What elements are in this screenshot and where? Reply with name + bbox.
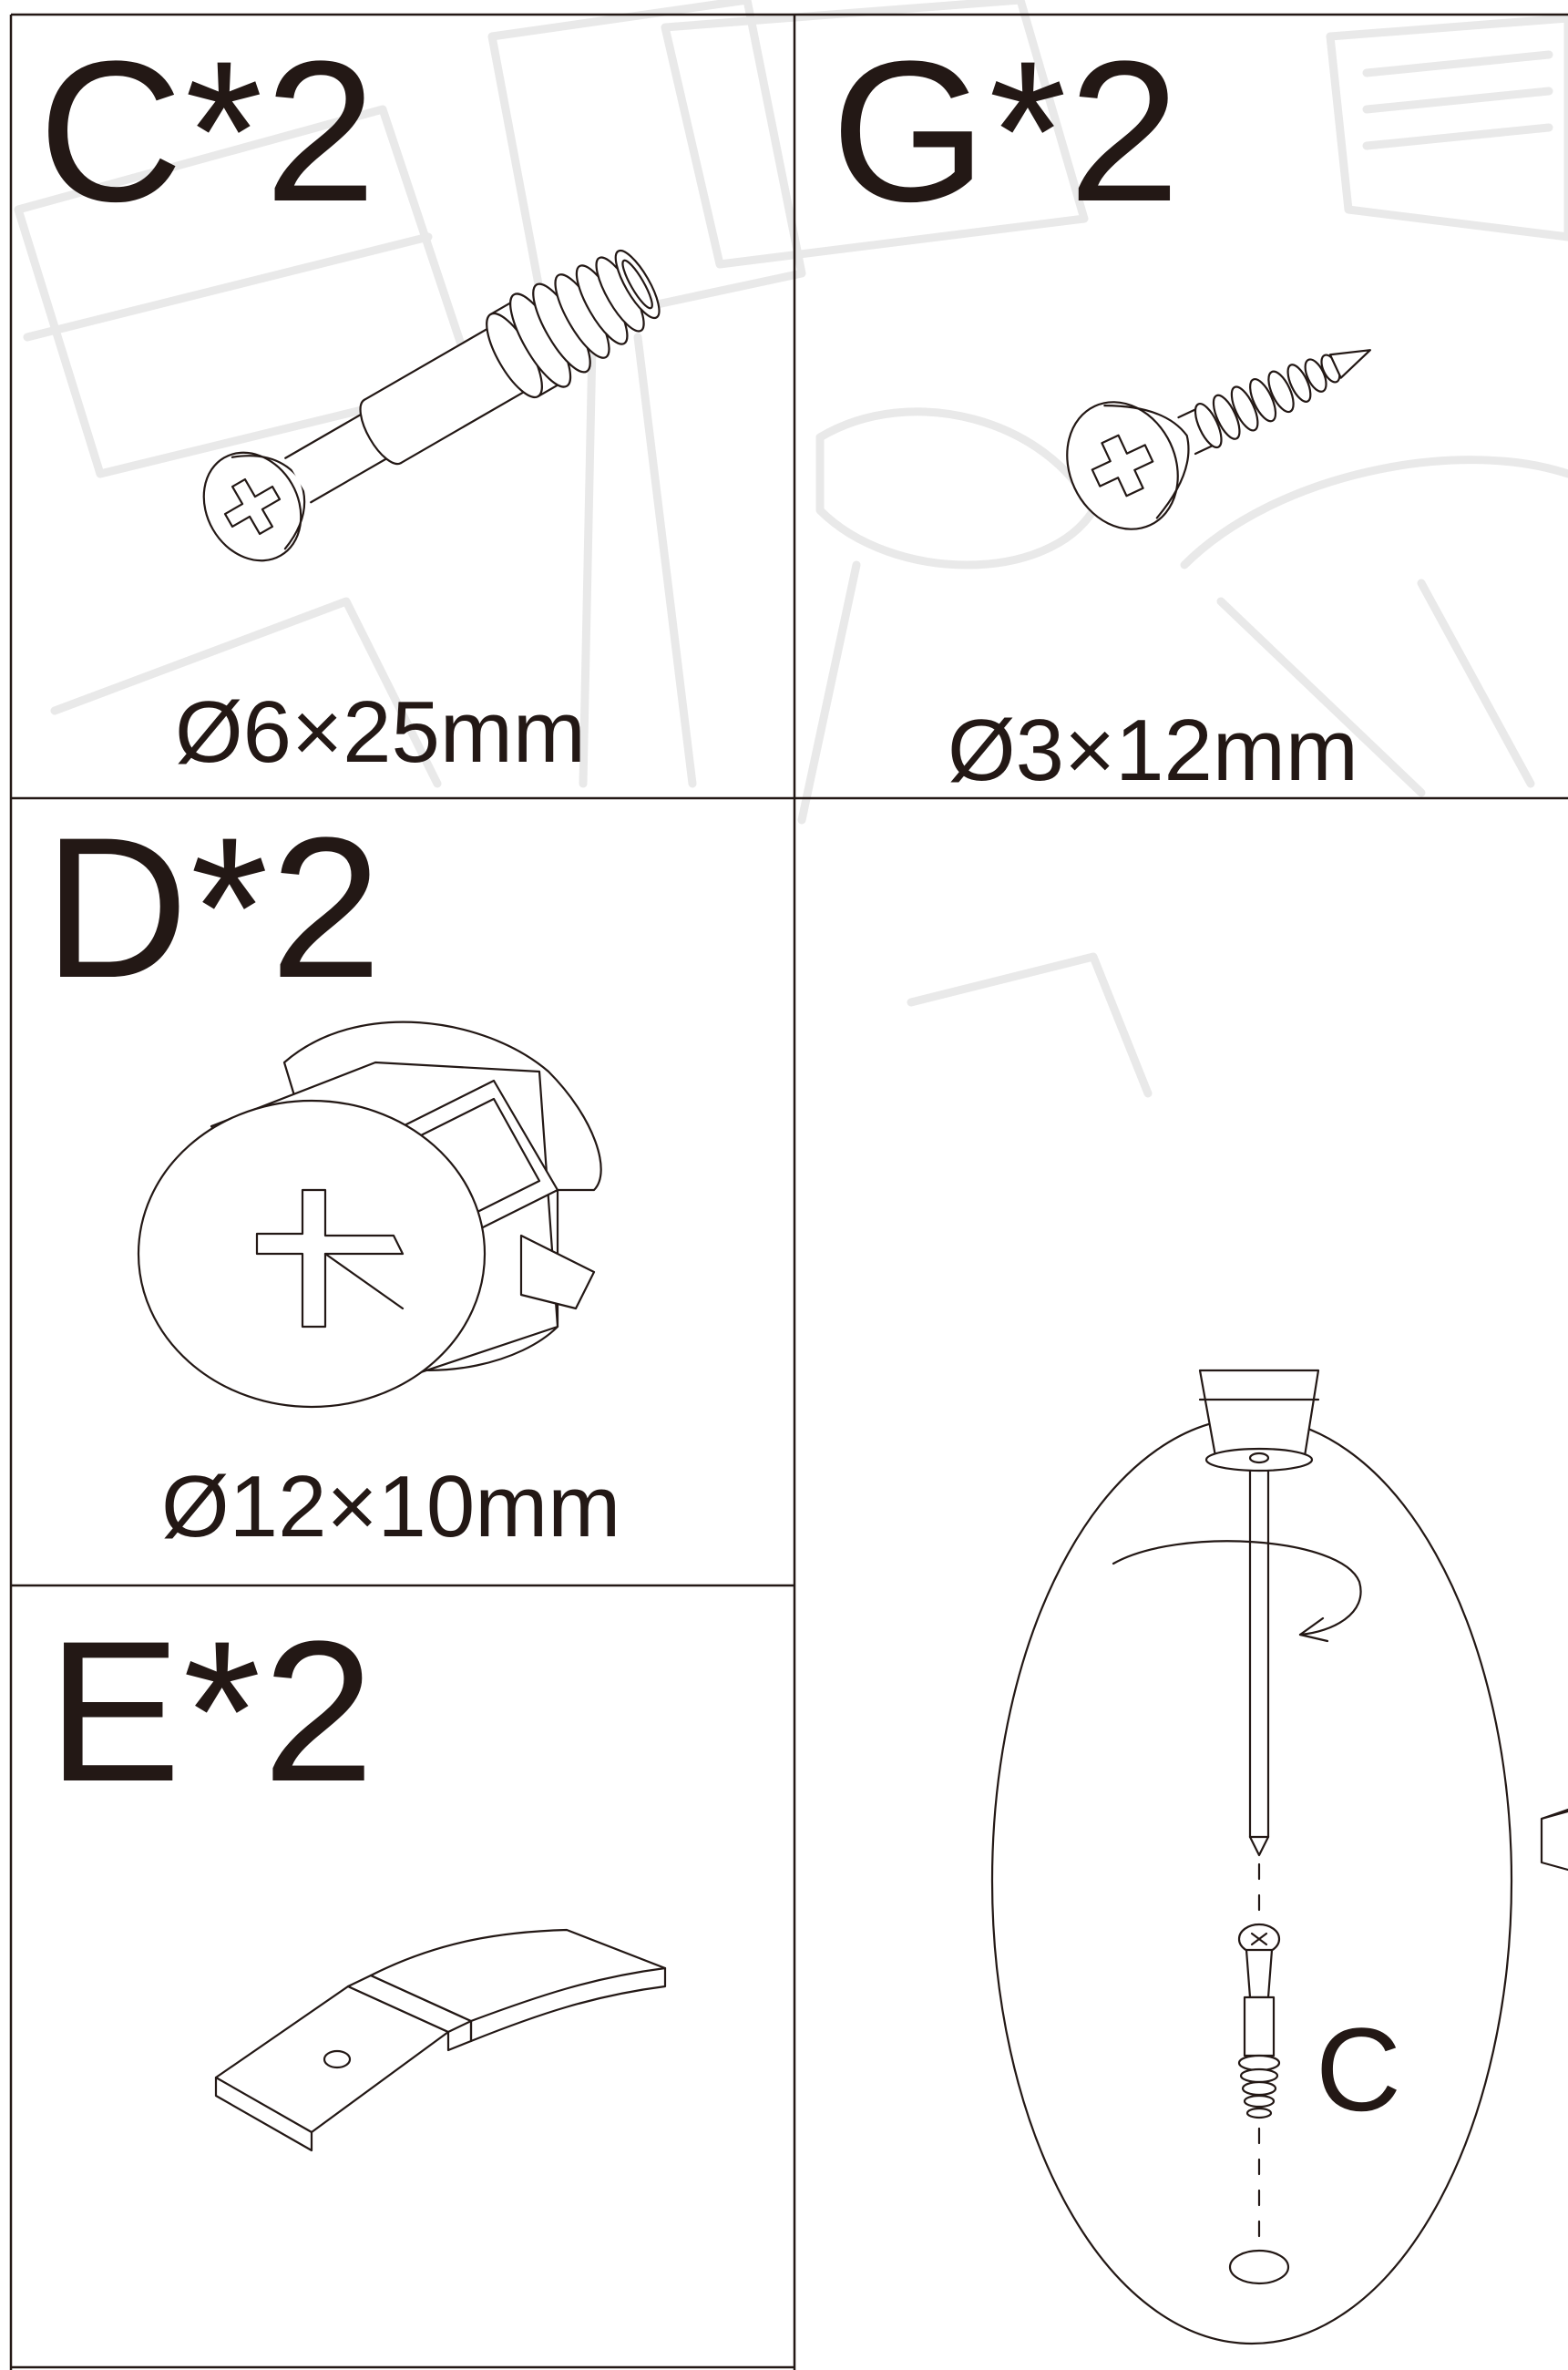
part-letter-c: C*2 [38,19,378,243]
part-dimension-d: Ø12×10mm [161,1458,621,1555]
part-letter-d: D*2 [44,795,384,1020]
part-cell-d: D*2 Ø12×10mm [11,798,794,1585]
cam-lock-nut-icon [137,1021,602,1409]
part-letter-e: E*2 [47,1599,376,1823]
part-cell-g: G*2 Ø3×12mm [794,15,1568,798]
part-letter-g: G*2 [831,19,1183,243]
part-dimension-g: Ø3×12mm [948,702,1358,799]
wood-screw-icon [1066,349,1371,530]
part-dimension-c: Ø6×25mm [175,683,586,781]
screwdriver-insert-bolt-icon [990,1369,1568,2345]
metal-bracket-icon [214,1928,667,2152]
part-cell-c: C*2 [11,15,794,798]
cam-bolt-icon [202,249,661,562]
assembly-illustration-cell: C [794,798,1568,2370]
part-cell-e: E*2 [11,1585,794,2367]
assembly-callout-label: C [1316,2003,1401,2136]
